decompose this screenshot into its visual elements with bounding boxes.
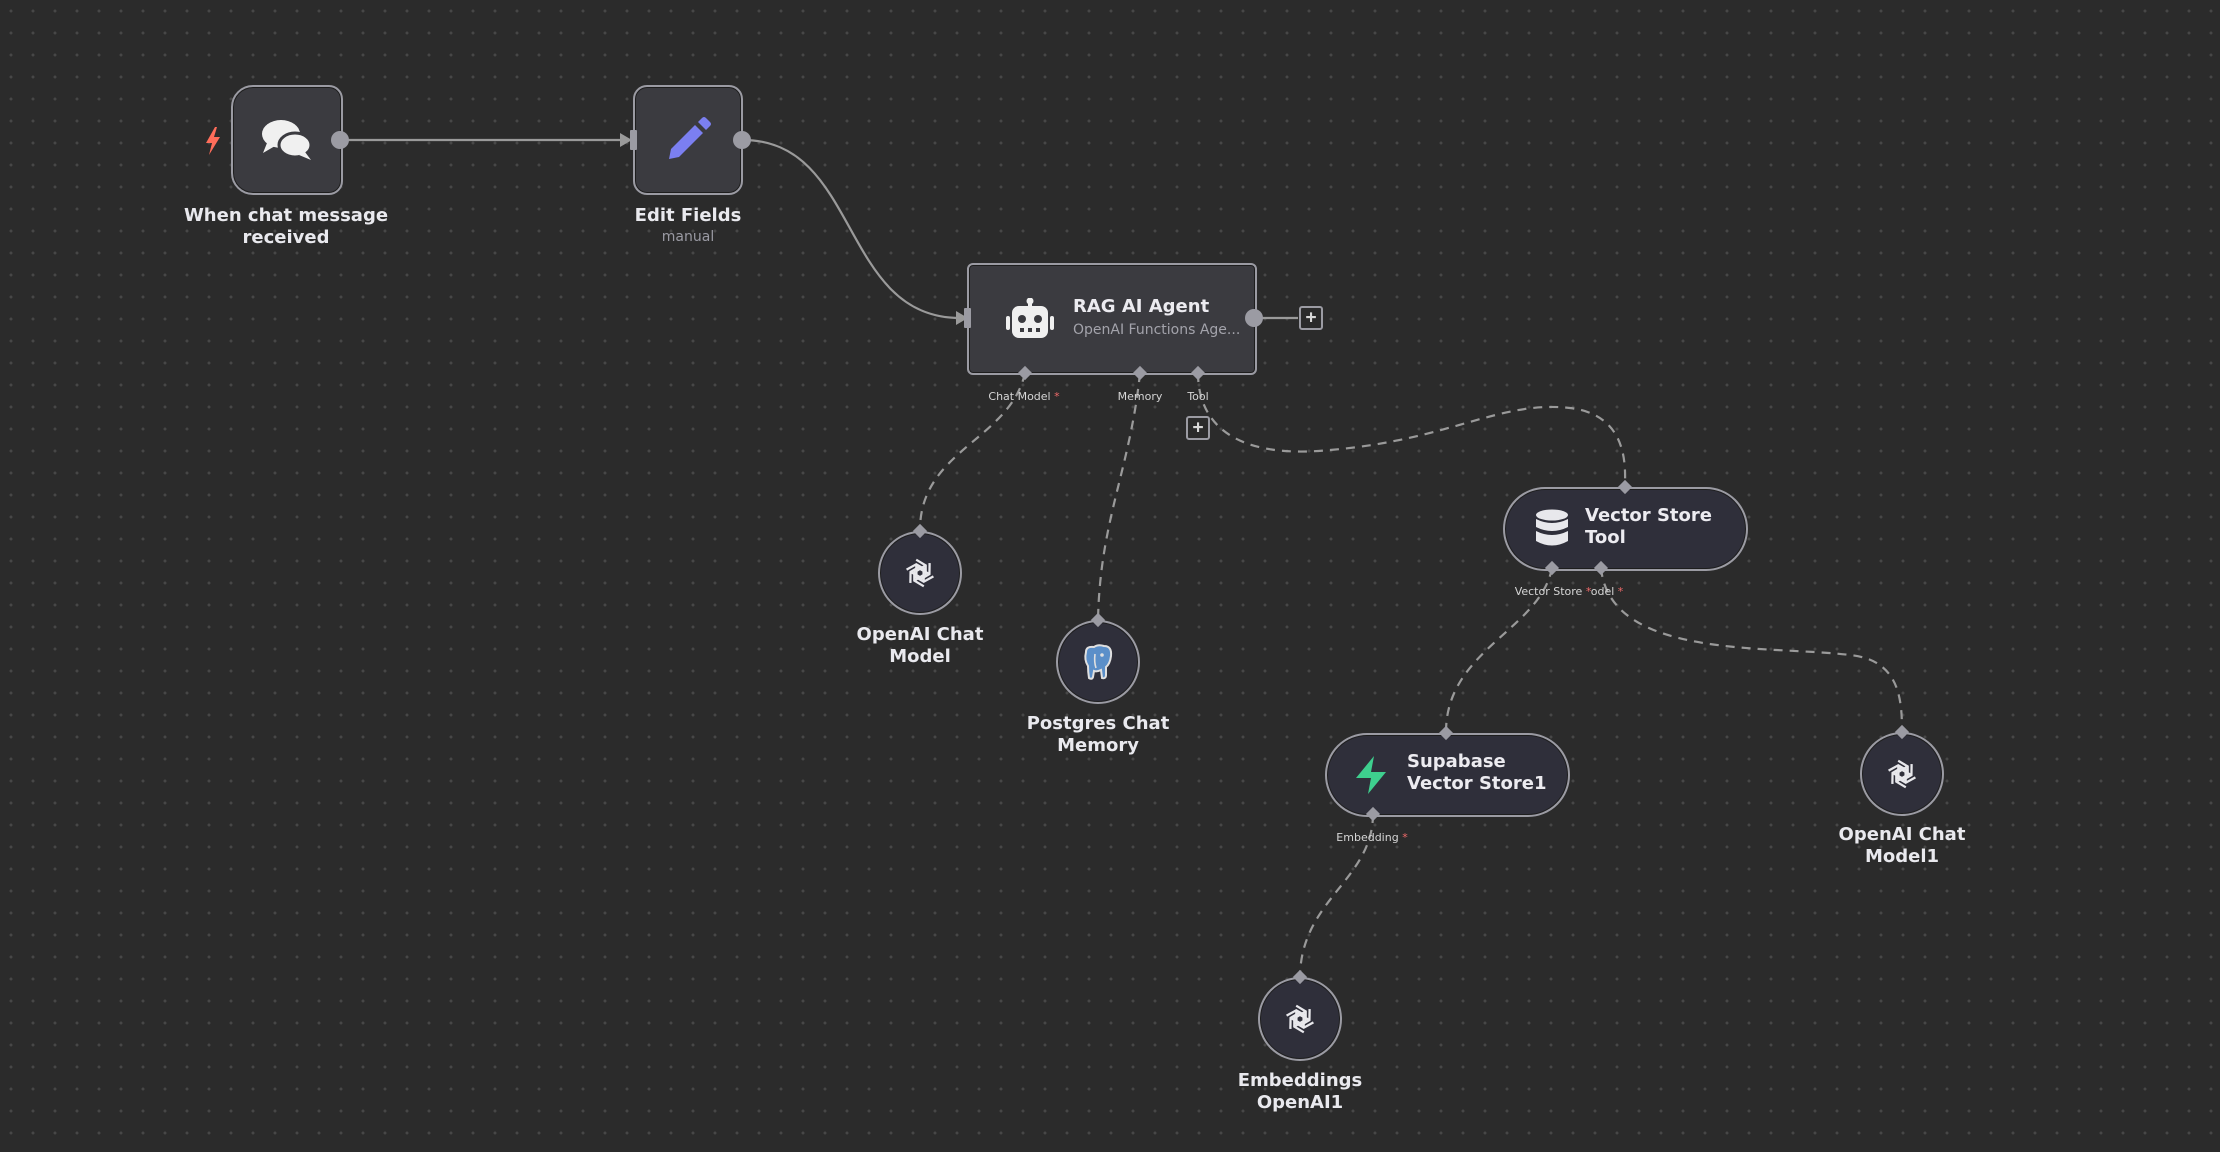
node-postgres-chat-memory[interactable] (1056, 620, 1140, 704)
database-icon (1531, 507, 1573, 551)
trigger-bolt-icon (202, 126, 224, 156)
node-chat-trigger[interactable] (231, 85, 343, 195)
node-label: Embeddings OpenAI1 (1237, 1070, 1363, 1113)
robot-icon (1005, 297, 1055, 341)
node-vector-store-tool[interactable]: Vector Store Tool (1503, 487, 1748, 571)
vector-store-tool-title: Vector Store Tool (1585, 505, 1712, 548)
port-label-model: odel * (1590, 585, 1624, 598)
output-handle-rag-agent[interactable] (1245, 309, 1263, 327)
node-rag-ai-agent[interactable]: RAG AI Agent OpenAI Functions Age... (967, 263, 1257, 375)
edge-memory (1096, 372, 1142, 621)
edge-tool (1196, 372, 1627, 487)
node-label: When chat message received (183, 205, 389, 248)
supabase-title: Supabase Vector Store1 (1407, 751, 1547, 794)
port-label-memory: Memory (1117, 390, 1163, 403)
edge-vector-store (1444, 567, 1554, 733)
add-node-after-agent-button[interactable]: + (1299, 306, 1323, 330)
agent-title: RAG AI Agent (1073, 296, 1210, 317)
edge-edit-to-agent (742, 138, 961, 320)
arrow-into-agent (956, 311, 968, 325)
output-handle-chat-trigger[interactable] (331, 131, 349, 149)
node-label: Postgres Chat Memory (1026, 713, 1170, 756)
chat-bubbles-icon (233, 87, 340, 192)
node-openai-chat-model1[interactable] (1860, 732, 1944, 816)
edge-vst-model (1599, 567, 1904, 733)
port-label-chat-model: Chat Model * (988, 390, 1060, 403)
input-handle-rag-agent[interactable] (964, 308, 971, 328)
input-handle-edit-fields[interactable] (630, 130, 637, 150)
agent-subtitle: OpenAI Functions Age... (1073, 322, 1241, 338)
port-label-embedding: Embedding * (1336, 831, 1408, 844)
openai-icon (880, 533, 959, 612)
node-sublabel: manual (661, 229, 715, 245)
arrow-into-edit (620, 133, 632, 147)
postgres-elephant-icon (1058, 622, 1137, 701)
openai-icon (1862, 734, 1941, 813)
edge-chat-model (918, 372, 1027, 531)
node-embeddings-openai[interactable] (1258, 977, 1342, 1061)
port-label-vector-store: Vector Store * (1514, 585, 1592, 598)
openai-icon (1260, 979, 1339, 1058)
node-supabase-vector-store[interactable]: Supabase Vector Store1 (1325, 733, 1570, 817)
node-edit-fields[interactable] (633, 85, 743, 195)
node-label: Edit Fields (634, 205, 742, 226)
node-openai-chat-model[interactable] (878, 531, 962, 615)
add-tool-button[interactable]: + (1186, 416, 1210, 440)
node-label: OpenAI Chat Model (856, 624, 984, 667)
port-label-tool: Tool (1187, 390, 1209, 403)
supabase-bolt-icon (1351, 754, 1391, 796)
output-handle-edit-fields[interactable] (733, 131, 751, 149)
pencil-icon (635, 87, 740, 192)
edge-embedding (1298, 813, 1375, 979)
node-label: OpenAI Chat Model1 (1838, 824, 1966, 867)
